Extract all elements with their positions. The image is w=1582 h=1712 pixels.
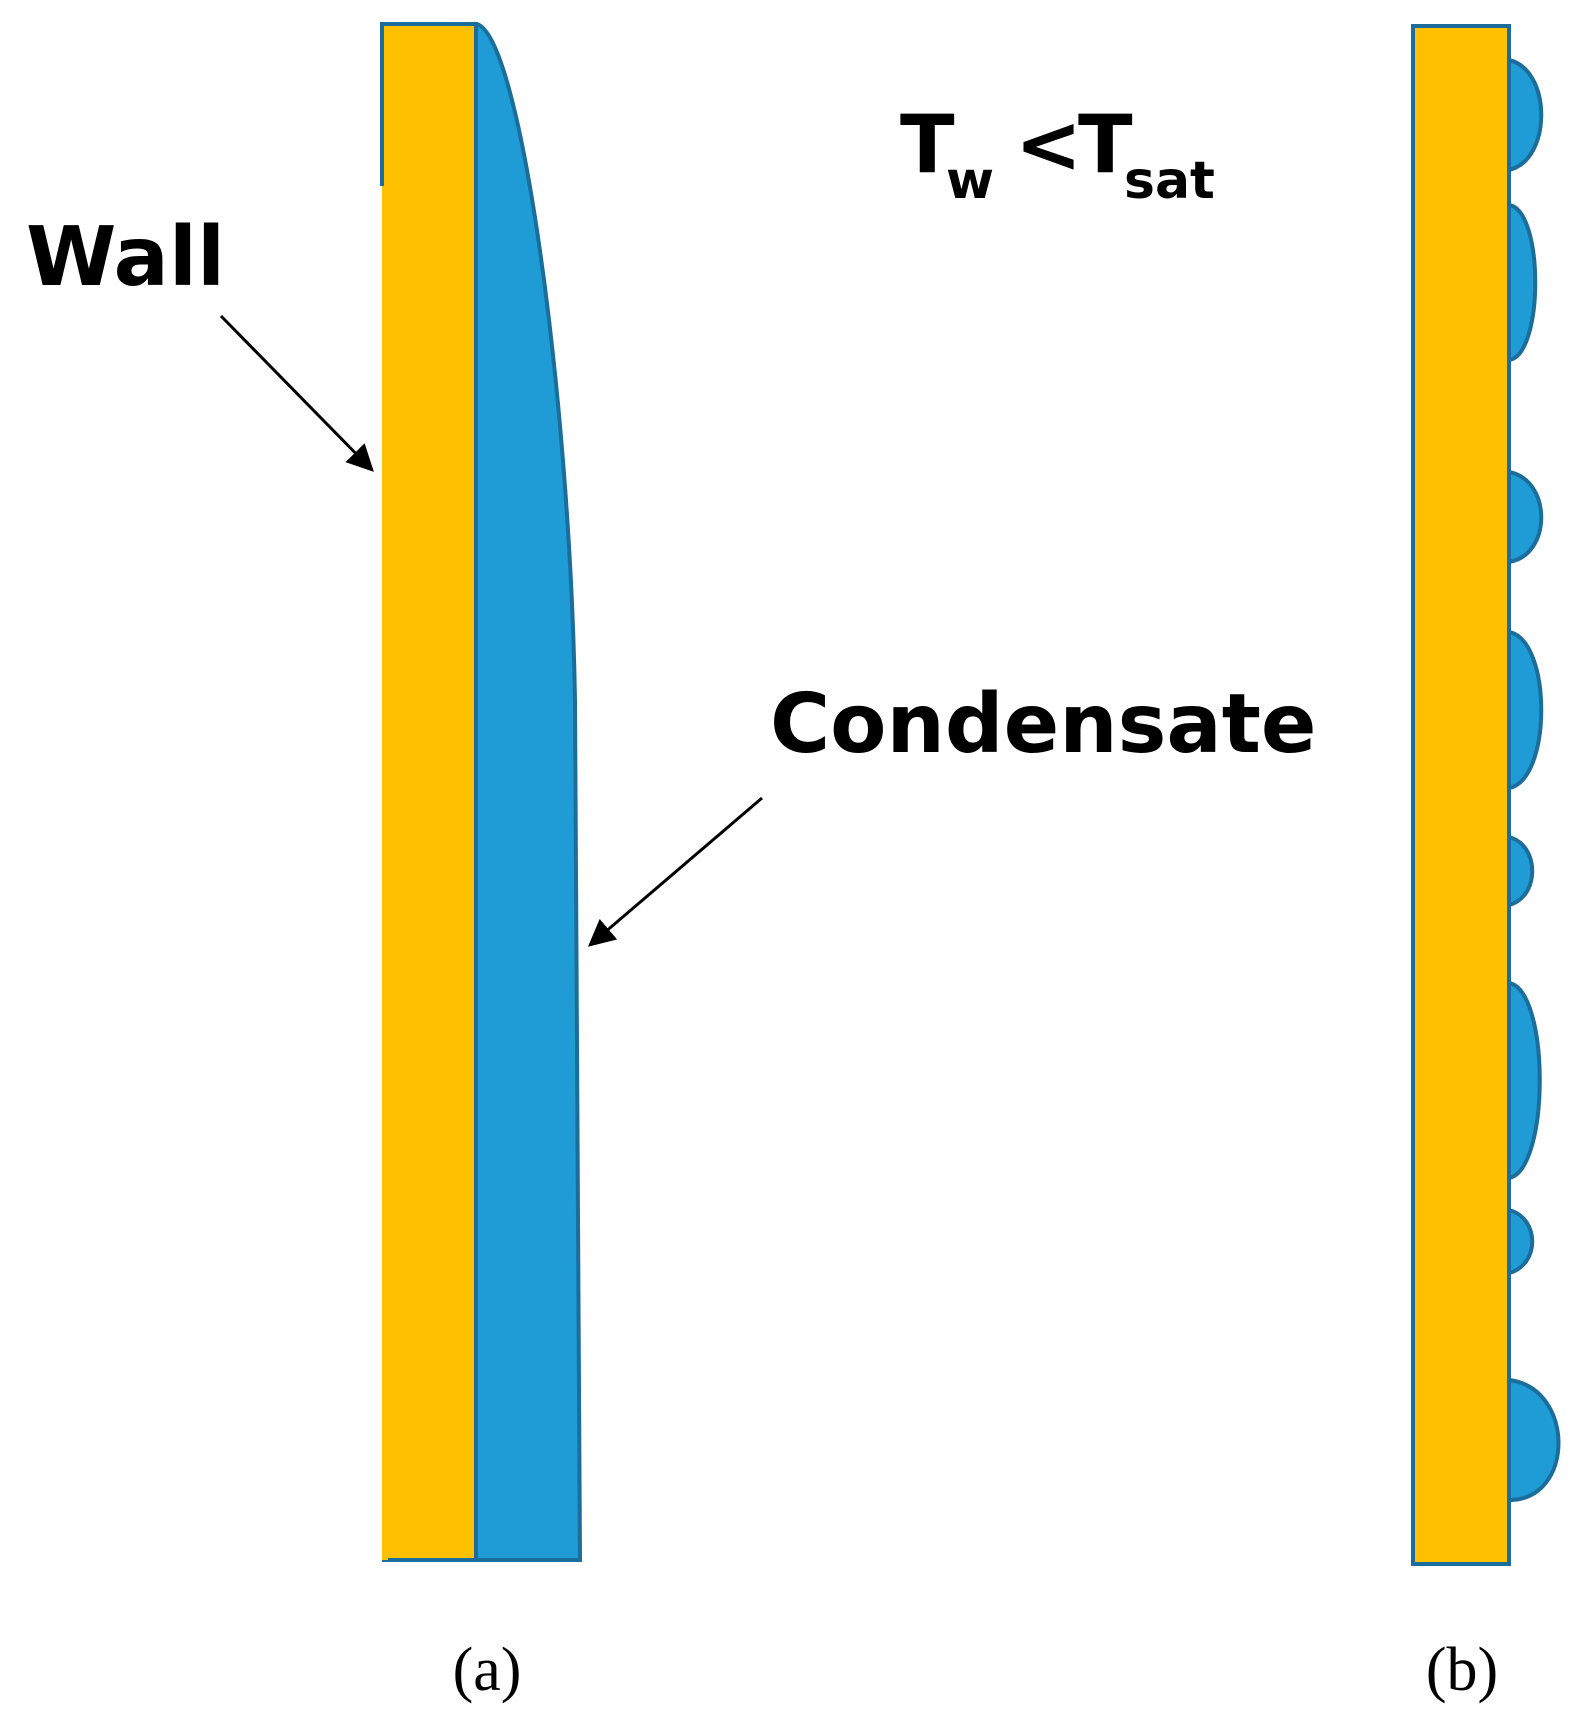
svg-text:T: T bbox=[900, 98, 955, 191]
droplet bbox=[1507, 629, 1544, 791]
wall-arrow bbox=[219, 314, 374, 472]
panel-b-caption: (b) bbox=[1426, 1636, 1498, 1704]
svg-text:sat: sat bbox=[1124, 151, 1215, 211]
droplet bbox=[1507, 202, 1538, 363]
condensate-arrow bbox=[587, 796, 763, 947]
condensate-label: Condensate bbox=[770, 677, 1317, 772]
svg-text:<: < bbox=[1015, 98, 1082, 191]
droplet bbox=[1507, 57, 1544, 173]
condensate-film bbox=[474, 21, 583, 1562]
wall-label: Wall bbox=[26, 210, 225, 305]
droplet bbox=[1507, 469, 1544, 565]
droplet bbox=[1507, 1207, 1535, 1276]
svg-text:w: w bbox=[946, 151, 994, 211]
droplet bbox=[1507, 980, 1542, 1181]
wall-b bbox=[1411, 24, 1511, 1566]
droplet bbox=[1507, 834, 1535, 908]
droplet bbox=[1507, 1377, 1561, 1503]
temperature-condition: T w < T sat bbox=[900, 98, 1215, 211]
panel-a bbox=[380, 21, 583, 1562]
svg-text:T: T bbox=[1078, 98, 1133, 191]
wall-a bbox=[380, 22, 478, 1562]
droplets bbox=[1507, 57, 1561, 1503]
panel-b bbox=[1411, 24, 1561, 1566]
panel-a-caption: (a) bbox=[453, 1636, 522, 1704]
